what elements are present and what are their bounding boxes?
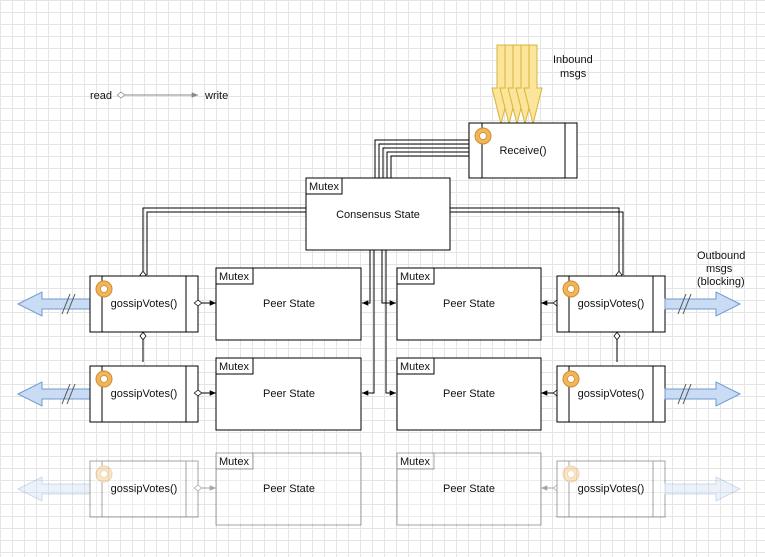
gossip-votes-box-left-1[interactable]: gossipVotes() [89,275,199,333]
gossip-label: gossipVotes() [578,483,645,495]
peer-state-box-left-2[interactable]: Mutex Peer State [215,357,362,431]
gear-icon [562,370,580,388]
peer-mutex-tag: Mutex [219,456,249,468]
receive-label: Receive() [499,145,546,157]
left-outbound-arrow-1 [16,291,91,317]
gossip-label: gossipVotes() [111,483,178,495]
peer-label: Peer State [443,483,495,495]
peer-label: Peer State [263,298,315,310]
gear-icon [95,370,113,388]
gossip-votes-box-left-3[interactable] [89,460,199,518]
outbound-label-line2: msgs [706,263,733,275]
inbound-label-line2: msgs [560,68,587,80]
peer-state-box-right-1[interactable]: Mutex Peer State [396,267,542,341]
receive-connectors [374,139,469,178]
receive-box[interactable]: Receive() [468,122,578,179]
peer-label: Peer State [263,483,315,495]
gear-icon [474,127,492,145]
left-outbound-arrow-2 [16,381,91,407]
outbound-label-line3: (blocking) [697,276,745,288]
inbound-label-line1: Inbound [553,54,593,66]
peer-mutex-tag: Mutex [400,271,430,283]
outbound-label-line1: Outbound [697,250,745,262]
gossip-votes-box-right-3[interactable] [556,460,666,518]
peer-state-box-left-1[interactable]: Mutex Peer State [215,267,362,341]
consensus-to-peer-connectors [362,250,396,396]
gossip-votes-box-right-1[interactable]: gossipVotes() [556,275,666,333]
gossip-label: gossipVotes() [111,298,178,310]
peer-label: Peer State [263,388,315,400]
consensus-label: Consensus State [336,209,420,221]
faded-row-labels: gossipVotes() Mutex Peer State Mutex Pee… [111,456,645,495]
right-outbound-arrow-1 [664,291,742,317]
gossip-label: gossipVotes() [578,388,645,400]
right-outbound-arrow-2 [664,381,742,407]
inbound-arrows [491,44,543,125]
faded-row [16,452,742,526]
legend-read-label: read [90,90,112,102]
consensus-to-gossip-connectors [139,207,624,362]
gear-icon [95,465,113,483]
peer-mutex-tag: Mutex [219,361,249,373]
gossip-votes-box-right-2[interactable]: gossipVotes() [556,365,666,423]
right-outbound-arrow-3 [664,476,742,502]
peer-state-box-right-2[interactable]: Mutex Peer State [396,357,542,431]
peer-mutex-tag: Mutex [219,271,249,283]
left-outbound-arrow-3 [16,476,91,502]
consensus-state-box[interactable]: Mutex Consensus State [305,177,451,251]
peer-mutex-tag: Mutex [400,456,430,468]
gear-icon [562,465,580,483]
peer-state-box-left-3[interactable] [215,452,362,526]
peer-state-box-right-3[interactable] [396,452,542,526]
peer-mutex-tag: Mutex [400,361,430,373]
peer-label: Peer State [443,388,495,400]
legend-write-label: write [204,90,228,102]
legend: read write [90,90,228,102]
gossip-label: gossipVotes() [111,388,178,400]
gear-icon [95,280,113,298]
gossip-label: gossipVotes() [578,298,645,310]
peer-label: Peer State [443,298,495,310]
gossip-votes-box-left-2[interactable]: gossipVotes() [89,365,199,423]
consensus-mutex-tag: Mutex [309,181,339,193]
gear-icon [562,280,580,298]
